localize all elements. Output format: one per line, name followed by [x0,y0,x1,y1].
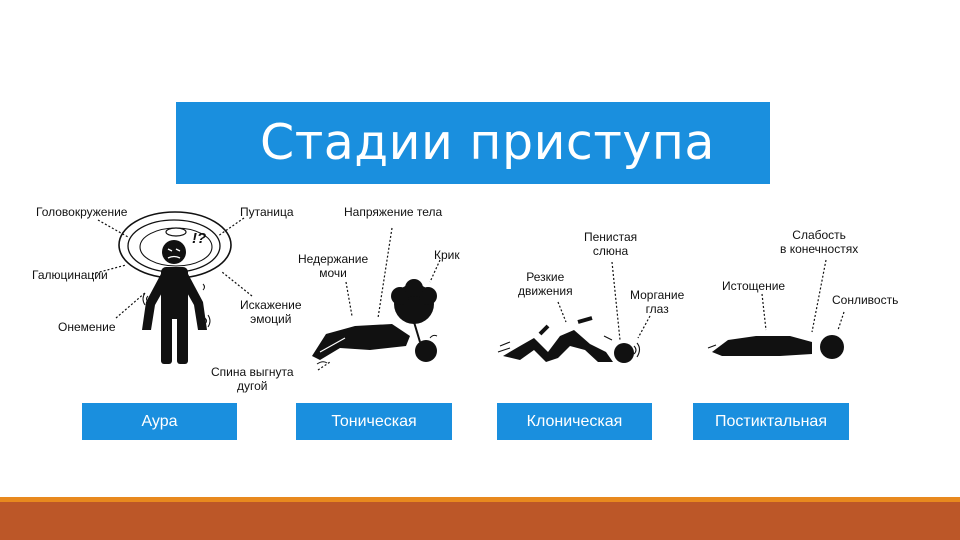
label-incontinence: Недержание мочи [298,252,368,280]
label-blink-line2: глаз [645,302,669,316]
label-foam: Пенистая слюна [584,230,637,258]
label-jerks: Резкие движения [518,270,573,298]
label-dizziness: Головокружение [36,205,128,219]
label-drowsiness: Сонливость [832,293,899,307]
title-banner: Стадии приступа [176,102,770,184]
label-weakness-line2: в конечностях [780,242,859,256]
page-title: Стадии приступа [260,114,715,171]
thought-marks: !? [192,230,207,247]
clonic-leader-lines [557,261,651,341]
tonic-figure [312,279,438,365]
label-confusion: Путаница [240,205,294,219]
label-emotion-distortion-line2: эмоций [250,312,292,326]
tonic-leader-lines [317,227,441,371]
label-emotion-distortion: Искажение эмоций [240,298,302,326]
aura-leader-lines [91,217,253,319]
label-jerks-line1: Резкие [526,270,565,284]
label-jerks-line2: движения [518,284,573,298]
stage-aura: Аура [82,403,237,440]
label-exhaustion: Истощение [722,279,786,293]
label-scream: Крик [434,248,460,262]
footer-accent-line [0,497,960,502]
label-body-tension: Напряжение тела [344,205,443,219]
postictal-figure [707,335,844,359]
label-foam-line1: Пенистая [584,230,638,244]
label-arched-back: Спина выгнута дугой [211,365,294,393]
postictal-leader-lines [761,259,845,333]
stage-postictal: Постиктальная [693,403,849,440]
stage-tonic: Тоническая [296,403,452,440]
label-weakness: Слабость в конечностях [780,228,858,256]
label-weakness-line1: Слабость [792,228,846,242]
clonic-figure [497,316,641,363]
label-blink: Моргание глаз [630,288,684,316]
label-foam-line2: слюна [592,244,629,258]
label-numbness: Онемение [58,320,116,334]
label-incontinence-line2: мочи [319,266,347,280]
label-blink-line1: Моргание [630,288,685,302]
stage-clonic: Клоническая [497,403,652,440]
label-incontinence-line1: Недержание [298,252,369,266]
label-arched-back-line1: Спина выгнута [211,365,294,379]
label-hallucinations: Галюцинации [32,268,108,282]
aura-figure [118,211,232,364]
label-arched-back-line2: дугой [237,379,268,393]
label-emotion-distortion-line1: Искажение [240,298,302,312]
footer-bar [0,502,960,540]
